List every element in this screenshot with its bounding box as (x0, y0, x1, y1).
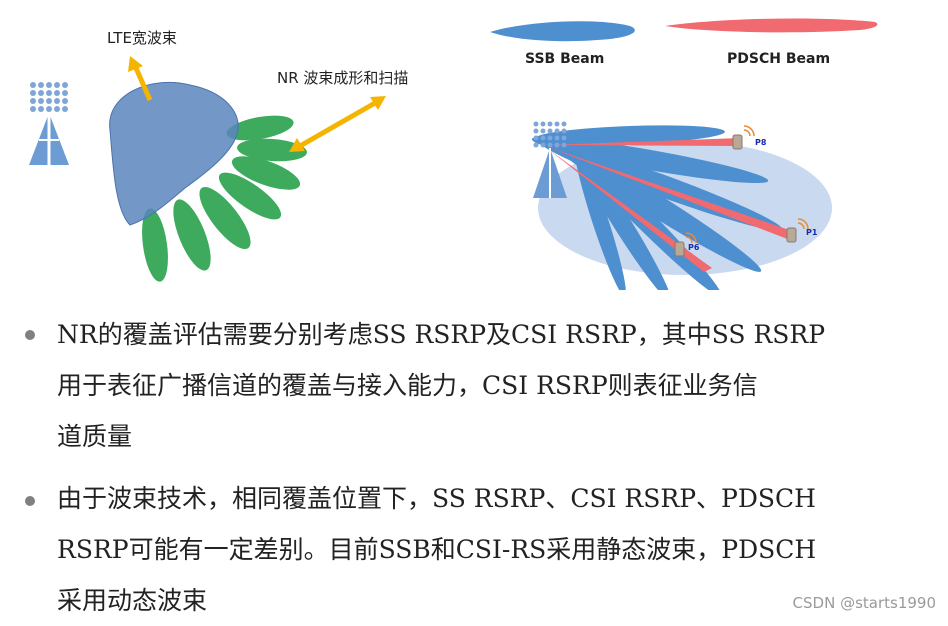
ssb-legend-shape (490, 21, 635, 42)
lte-beam-label: LTE宽波束 (107, 29, 177, 47)
bullet-dot-2 (25, 496, 35, 506)
bullet-2-line-1: 由于波束技术，相同覆盖位置下，SS RSRP、CSI RSRP、PDSCH (57, 484, 816, 513)
bullet-1-line-2: 用于表征广播信道的覆盖与接入能力，CSI RSRP则表征业务信 (57, 371, 758, 400)
ssb-beams (531, 125, 783, 290)
lte-arrow (128, 56, 153, 102)
bullet-text-2: 由于波束技术，相同覆盖位置下，SS RSRP、CSI RSRP、PDSCH RS… (57, 473, 816, 626)
left-beam-diagram (29, 56, 386, 282)
bullet-2-line-2: RSRP可能有一定差别。目前SSB和CSI-RS采用静态波束，PDSCH (57, 535, 817, 564)
bullet-text-1: NR的覆盖评估需要分别考虑SS RSRP及CSI RSRP，其中SS RSRP … (57, 309, 825, 462)
legend-pdsch-label: PDSCH Beam (727, 51, 831, 67)
ue-label-p8: P8 (755, 138, 767, 147)
bullet-1-line-1: NR的覆盖评估需要分别考虑SS RSRP及CSI RSRP，其中SS RSRP (57, 320, 826, 349)
ue-label-p1: P1 (806, 228, 818, 237)
nr-arrow (289, 96, 386, 152)
small-antenna-icon (533, 121, 567, 198)
bullet-2-line-3: 采用动态波束 (57, 586, 208, 615)
legend-ssb-label: SSB Beam (525, 51, 605, 67)
pdsch-legend-shape (665, 18, 878, 33)
bullet-1-line-3: 道质量 (57, 422, 133, 451)
ue-label-p6: P6 (688, 243, 700, 252)
lte-wide-beam (109, 81, 239, 226)
right-beam-diagram: P8 P1 P6 (490, 18, 878, 290)
nr-beams (142, 115, 307, 282)
nr-beam-label: NR 波束成形和扫描 (277, 69, 409, 87)
bullet-dot-1 (25, 330, 35, 340)
ue-p8-icon (732, 125, 755, 150)
watermark: CSDN @starts1990 (792, 594, 936, 612)
pdsch-beams (548, 138, 795, 272)
ue-p6-icon (674, 232, 697, 257)
ue-p1-icon (786, 218, 809, 243)
antenna-tower-icon (29, 82, 69, 165)
